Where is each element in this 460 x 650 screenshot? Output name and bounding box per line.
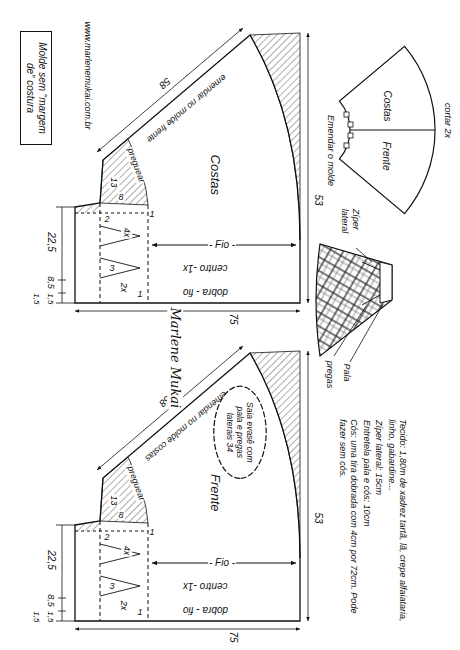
- dimension-value: 8,5: [44, 275, 55, 290]
- dimension-value: 22,5: [44, 231, 56, 252]
- piece-name: Costas: [380, 89, 392, 122]
- node-text: Saia evasê com pala e pregas laterais 34: [225, 401, 256, 463]
- callout-label: pregas: [324, 359, 335, 389]
- dimension-value: 58: [155, 74, 173, 92]
- pleat-note: preguear: [124, 463, 147, 502]
- pleat-count: 2x: [118, 281, 129, 293]
- fold-note: centro -1x: [182, 580, 228, 592]
- fold-note: dobra - fio: [182, 286, 229, 298]
- dimension-value: 22,5: [44, 549, 56, 570]
- dimension-value: 1,5: [31, 610, 41, 623]
- pleat-number: 3: [109, 581, 116, 592]
- piece-name: Frente: [207, 473, 223, 513]
- cut-note: cortar 2x: [442, 101, 453, 138]
- dimension-value: 75: [226, 630, 238, 643]
- material-note: Tecido: 1,80m de xadrez tartã, lã, crepe…: [386, 418, 408, 635]
- pleat-count: 2x: [118, 599, 129, 611]
- material-note: Zíper lateral: 15cm: [373, 418, 384, 635]
- dimension-value: 53: [311, 511, 323, 524]
- pleat-number: 2: [104, 532, 111, 543]
- piece-name: Costas: [207, 154, 223, 196]
- note-box: Molde sem “margem de” costura: [20, 31, 52, 145]
- skirt-yoke: [380, 262, 392, 303]
- fold-note: centro -1x: [182, 262, 228, 274]
- dimension-value: 1,5: [45, 610, 55, 623]
- signature: Marlene Mukai: [167, 306, 183, 409]
- fan-seam: [350, 130, 435, 131]
- pleat-count: 4x: [121, 226, 132, 238]
- callout-label: Zíper lateral: [339, 208, 361, 248]
- site-url: www.marlenemukai.com.br: [83, 20, 94, 130]
- dimension-value: 1,5: [45, 292, 55, 305]
- dimension-value: 8,5: [44, 593, 55, 608]
- leader-line: [350, 304, 383, 362]
- dimension-value: 13: [109, 494, 120, 506]
- material-note: Cós: uma tira dobrada com 4cm por 72cm. …: [337, 418, 359, 635]
- pleat-squares: [344, 112, 353, 148]
- skirt-illustration: [316, 244, 392, 362]
- pleat-number: 8: [118, 510, 125, 521]
- title-cloud: Saia evasê com pala e pregas laterais 34: [213, 385, 268, 479]
- grain-label: - Fio -: [208, 557, 236, 569]
- grain-label: - Fio -: [208, 239, 236, 251]
- callout-label: Pala: [342, 362, 353, 382]
- pleat-number: 1: [149, 209, 156, 220]
- dimension-value: 1,5: [31, 292, 41, 305]
- pleat-number: 3: [109, 263, 116, 274]
- leader-line: [356, 248, 372, 262]
- mini-layout: [340, 46, 436, 213]
- pleat-note: preguear: [124, 145, 147, 184]
- leader-line: [334, 306, 366, 356]
- dimension-value: 13: [109, 176, 120, 188]
- material-note: Entretela pala e cós: 10cm: [361, 418, 372, 635]
- pleat-number: 1: [137, 607, 144, 618]
- back-piece: [56, 28, 308, 311]
- pleat-count: 4x: [121, 544, 132, 556]
- skirt-pleats: [362, 262, 380, 305]
- fan-outline: [340, 46, 436, 213]
- pleat-number: 1: [137, 289, 144, 300]
- dimension-value: 75: [226, 312, 238, 325]
- pleat-number: 8: [118, 192, 125, 203]
- piece-name: Frente: [380, 141, 392, 172]
- fold-note: dobra - fio: [182, 604, 229, 616]
- skirt-body: [316, 244, 392, 356]
- dimension-value: 53: [311, 193, 323, 206]
- seam-note: Emendar o molde: [325, 113, 336, 186]
- node-text: Molde sem “margem de” costura: [24, 36, 48, 140]
- pleat-number: 2: [104, 214, 111, 225]
- pleat-number: 1: [149, 527, 156, 538]
